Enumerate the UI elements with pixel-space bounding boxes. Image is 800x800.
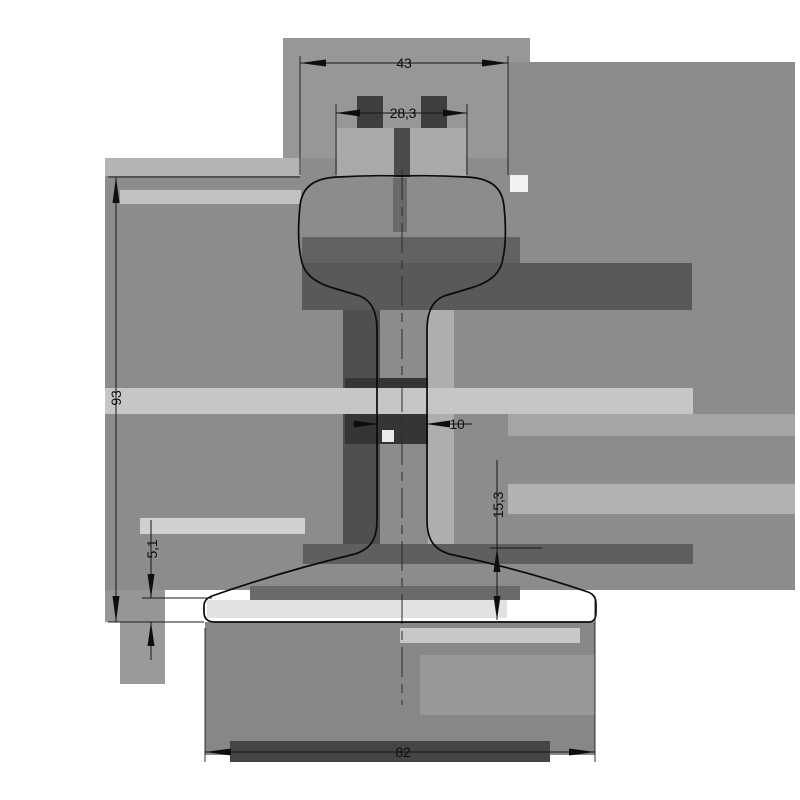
extension-lines <box>108 56 596 762</box>
background-patch <box>410 128 466 177</box>
dimension-label-total-height: 93 <box>108 390 124 406</box>
background-patch <box>337 128 394 177</box>
dim-head-width: 43 <box>300 55 508 71</box>
arrowhead-bottom <box>112 596 120 622</box>
arrowhead-right <box>569 748 595 756</box>
dimension-label-web-thickness: 10 <box>449 416 465 432</box>
rail-outline <box>203 174 597 623</box>
arrowhead-left <box>300 59 326 67</box>
arrowhead-right <box>482 59 508 67</box>
arrowhead-left <box>205 748 231 756</box>
dimension-label-head-width: 43 <box>396 55 412 71</box>
background-patch <box>105 158 301 176</box>
dim-foot-edge-thickness: 5,1 <box>144 520 160 660</box>
background-patch <box>428 310 454 560</box>
dim-head-crown-width: 28,3 <box>336 105 467 121</box>
background-patch <box>420 655 595 715</box>
background-patch <box>140 518 305 534</box>
arrowhead-bottom <box>493 596 501 620</box>
background-patch <box>382 430 394 442</box>
background-patch <box>510 175 528 192</box>
background-patch <box>105 388 693 414</box>
background-patch <box>421 96 447 128</box>
dim-foot-thickness: 15,3 <box>490 460 506 620</box>
arrowhead-top <box>493 548 501 572</box>
background-patch <box>508 62 795 177</box>
background-patch <box>120 190 301 204</box>
arrowhead-up <box>147 622 155 646</box>
arrowhead-top <box>112 177 120 203</box>
background-patch <box>508 484 795 514</box>
dimension-label-foot-edge: 5,1 <box>144 539 160 558</box>
background-patch <box>400 628 580 643</box>
dim-total-height: 93 <box>108 177 124 622</box>
background-patch <box>250 586 520 600</box>
background-patch <box>302 263 692 310</box>
arrowhead-left <box>354 420 378 428</box>
background-patch <box>207 600 507 618</box>
background-patch <box>120 622 165 684</box>
dim-web-thickness: 10 <box>352 416 472 432</box>
arrowhead-right <box>443 109 467 117</box>
dimension-label-foot-thickness: 15,3 <box>490 491 506 518</box>
dimension-label-foot-width: 82 <box>395 744 411 760</box>
background-patch <box>393 178 407 232</box>
background-patch <box>508 414 795 436</box>
dim-foot-width: 82 <box>205 744 595 760</box>
background-patch <box>394 128 410 177</box>
background-patch <box>302 237 520 263</box>
arrowhead-down <box>147 574 155 598</box>
background-patch <box>357 96 383 128</box>
dimension-label-head-crown: 28,3 <box>390 105 417 121</box>
arrowhead-left <box>336 109 360 117</box>
arrowhead-right <box>426 420 450 428</box>
background-patch <box>303 544 693 564</box>
